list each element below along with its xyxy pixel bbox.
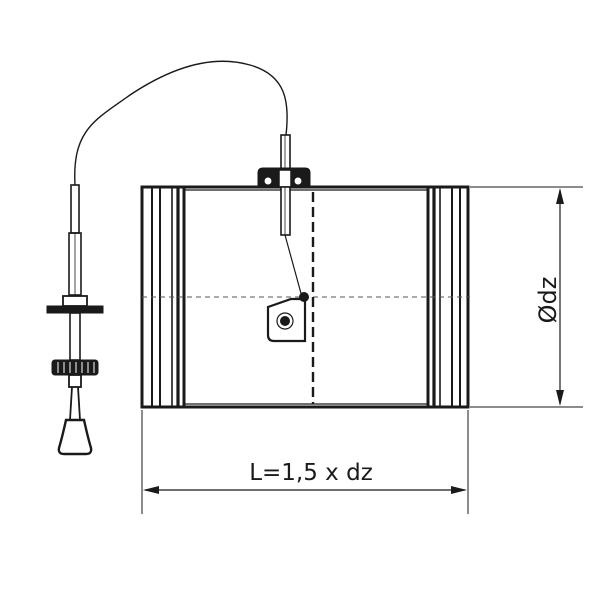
dimension-length [141,410,469,514]
blade-lever [266,292,309,343]
control-handle [57,418,93,456]
bowden-cable [74,60,288,186]
mounting-flange [46,305,104,314]
cable-terminal-mount [257,134,311,298]
knurled-nut [51,359,99,376]
length-label: L=1,5 x dz [249,460,373,486]
shaft-pivot [280,316,290,326]
inner-wire [284,234,303,298]
dimension-diameter [470,186,583,408]
diameter-label: Ødz [534,277,562,324]
wire-connection-point [299,292,309,302]
cable-sleeve-upper [70,184,80,234]
cable-control [46,60,288,456]
